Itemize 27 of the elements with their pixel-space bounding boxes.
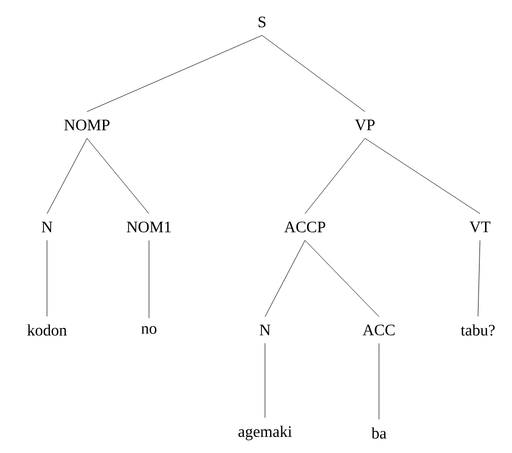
tree-label: N xyxy=(260,324,270,336)
tree-branch xyxy=(304,240,380,317)
tree-branch xyxy=(148,240,150,318)
tree-label: ACC xyxy=(362,324,395,336)
tree-branch xyxy=(262,35,366,112)
tree-label: VT xyxy=(470,222,490,232)
tree-branch xyxy=(304,138,366,214)
tree-branch xyxy=(46,138,88,214)
tree-branch xyxy=(478,240,480,317)
tree-branch xyxy=(46,240,48,317)
tree-label: tabu? xyxy=(460,324,495,336)
tree-label: S xyxy=(258,16,266,28)
tree-label: NOM1 xyxy=(126,222,171,232)
tree-branch xyxy=(264,240,306,317)
tree-label: kodon xyxy=(27,324,67,336)
tree-branch xyxy=(264,342,266,418)
tree-label: N xyxy=(42,222,52,232)
tree-branch xyxy=(378,343,380,420)
tree-branch xyxy=(364,138,480,214)
tree-branch xyxy=(86,35,262,112)
tree-label: agemaki xyxy=(238,426,292,440)
tree-label: no xyxy=(141,326,156,334)
tree-label: VP xyxy=(354,120,375,130)
tree-label: ACCP xyxy=(284,222,326,232)
tree-label: ba xyxy=(371,427,386,439)
tree-branch xyxy=(86,138,150,214)
tree-label: NOMP xyxy=(64,120,110,130)
